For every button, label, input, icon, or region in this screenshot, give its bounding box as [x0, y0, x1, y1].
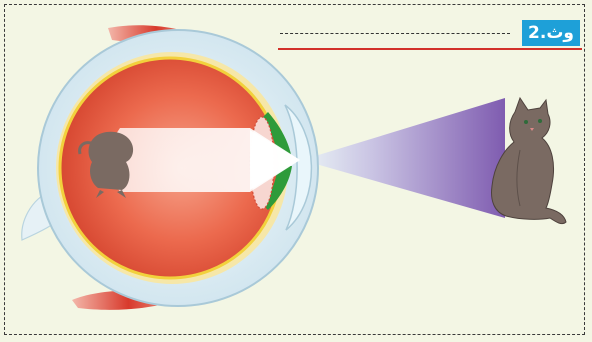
question-number-badge: وث.2 — [522, 20, 580, 46]
light-cone — [302, 98, 505, 218]
answer-underline — [278, 48, 582, 50]
answer-dashed-line[interactable] — [280, 33, 510, 34]
